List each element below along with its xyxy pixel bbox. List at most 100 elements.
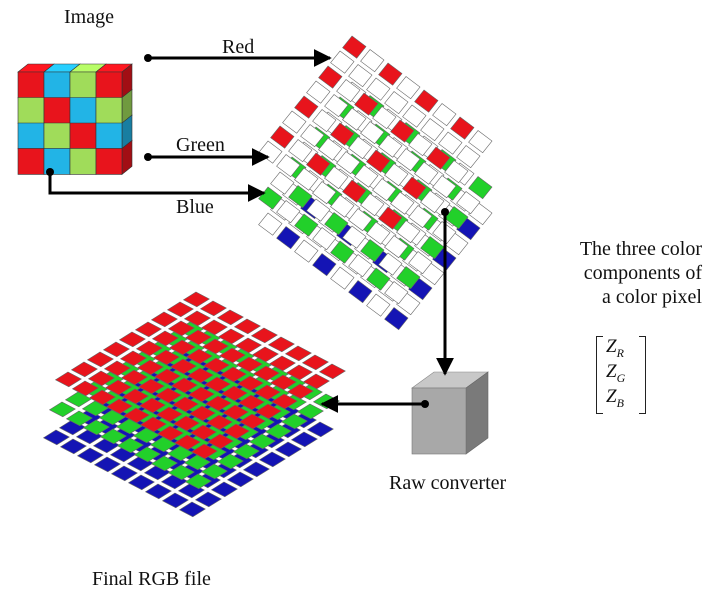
- blue-label: Blue: [176, 196, 214, 218]
- final-red-cell: [139, 416, 167, 433]
- red-sensor-cell: [330, 50, 355, 74]
- final-blue-cell: [258, 451, 286, 468]
- red-sensor-cell: [378, 134, 403, 158]
- final-red-cell: [70, 361, 98, 378]
- final-red-cell: [120, 369, 148, 386]
- red-sensor-cell: [360, 49, 385, 73]
- blue-sensor-cell: [312, 253, 337, 277]
- red-sensor-cell: [372, 178, 397, 202]
- green-sensor-cell: [270, 171, 295, 195]
- final-red-cell: [219, 366, 247, 383]
- blue-sensor-cell: [348, 280, 373, 304]
- red-sensor-cell: [342, 179, 367, 203]
- final-blue-cell: [226, 471, 254, 488]
- red-sensor-cell: [330, 194, 355, 218]
- final-green-cell: [184, 473, 212, 490]
- cube-front-face: [69, 122, 97, 150]
- final-green-cell: [133, 446, 161, 463]
- red-label: Red: [222, 36, 255, 58]
- final-red-cell: [184, 329, 212, 346]
- green-sensor-cell: [396, 266, 421, 290]
- blue-sensor-cell: [294, 239, 319, 263]
- final-red-cell: [155, 406, 183, 423]
- final-green-cell: [64, 391, 92, 408]
- red-sensor-cell: [336, 79, 361, 103]
- cube-front-face: [69, 97, 97, 124]
- blue-sensor-cell: [330, 266, 355, 290]
- green-dot: [144, 153, 152, 161]
- final-red-cell: [151, 330, 179, 347]
- final-red-cell: [166, 301, 194, 318]
- final-red-cell: [252, 365, 280, 382]
- final-red-cell: [173, 434, 201, 451]
- cube-front-face: [95, 71, 123, 99]
- final-red-cell: [186, 367, 214, 384]
- sensor-layers: [258, 35, 493, 331]
- green-sensor-cell: [288, 185, 313, 209]
- final-rgb-layers: [42, 291, 346, 518]
- red-sensor-cell: [288, 139, 313, 163]
- final-red-cell: [154, 387, 182, 404]
- red-sensor-cell: [468, 130, 493, 154]
- final-red-cell: [221, 404, 249, 421]
- final-blue-cell: [306, 421, 334, 438]
- final-red-cell: [102, 341, 130, 358]
- final-blue-cell: [161, 492, 189, 509]
- red-sensor-cell: [408, 205, 433, 229]
- left-bracket: [596, 336, 603, 414]
- red-sensor-cell: [420, 118, 445, 142]
- final-red-cell: [71, 380, 99, 397]
- final-green-cell: [81, 400, 109, 417]
- pixel-vector-formula: ZR ZG ZB: [596, 336, 646, 414]
- green-sensor-cell: [330, 240, 355, 264]
- red-sensor-cell: [360, 121, 385, 145]
- blue-sensor-cell: [366, 293, 391, 317]
- final-blue-cell: [59, 438, 87, 455]
- final-red-cell: [169, 358, 197, 375]
- final-red-cell: [134, 321, 162, 338]
- red-sensor-cell: [414, 89, 439, 113]
- red-sensor-cell: [270, 125, 295, 149]
- final-red-cell: [206, 433, 234, 450]
- red-sensor-cell: [372, 106, 397, 130]
- final-blue-cell: [42, 429, 70, 446]
- green-sensor-cell: [348, 254, 373, 278]
- final-green-cell: [65, 410, 93, 427]
- red-sensor-cell: [354, 92, 379, 116]
- cube-front-face: [17, 122, 45, 150]
- final-red-cell: [185, 348, 213, 365]
- final-green-cell: [232, 443, 260, 460]
- final-green-cell: [280, 413, 308, 430]
- final-red-cell: [269, 374, 297, 391]
- final-red-cell: [170, 377, 198, 394]
- final-blue-cell: [144, 483, 172, 500]
- red-sensor-cell: [378, 206, 403, 230]
- red-sensor-cell: [432, 103, 457, 127]
- red-sensor-cell: [366, 77, 391, 101]
- final-red-cell: [88, 389, 116, 406]
- final-blue-cell: [242, 461, 270, 478]
- converter-dot: [421, 400, 429, 408]
- final-red-cell: [238, 413, 266, 430]
- red-sensor-cell: [306, 152, 331, 176]
- red-sensor-cell: [432, 175, 457, 199]
- final-red-cell: [201, 338, 229, 355]
- red-sensor-cell: [402, 176, 427, 200]
- final-red-cell: [168, 339, 196, 356]
- final-red-cell: [87, 370, 115, 387]
- raw-converter-label: Raw converter: [389, 472, 507, 494]
- final-red-cell: [302, 373, 330, 390]
- final-red-cell: [104, 379, 132, 396]
- green-sensor-cell: [408, 251, 433, 275]
- final-blue-cell: [290, 431, 318, 448]
- final-blue-cell: [76, 447, 104, 464]
- green-sensor-cell: [312, 227, 337, 251]
- final-red-cell: [236, 375, 264, 392]
- final-red-cell: [105, 398, 133, 415]
- final-red-cell: [167, 320, 195, 337]
- green-label: Green: [176, 134, 225, 156]
- blue-arrow: [48, 172, 266, 202]
- red-sensor-cell: [318, 65, 343, 89]
- final-red-cell: [286, 383, 314, 400]
- final-green-cell: [166, 445, 194, 462]
